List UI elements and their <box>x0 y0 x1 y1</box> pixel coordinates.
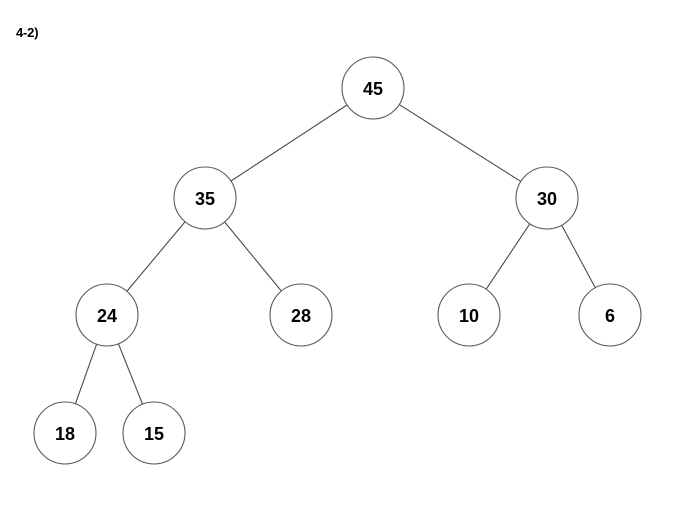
tree-node-circle <box>437 283 501 347</box>
tree-edge <box>126 221 186 292</box>
tree-nodes-group: 45 35 30 24 28 10 6 18 15 <box>33 56 642 465</box>
tree-node-label: 18 <box>55 424 75 444</box>
tree-node-label: 10 <box>459 306 479 326</box>
tree-node-circle <box>515 166 579 230</box>
tree-node[interactable]: 6 <box>578 283 642 347</box>
tree-node-circle <box>122 401 186 465</box>
tree-node[interactable]: 30 <box>515 166 579 230</box>
tree-node[interactable]: 45 <box>341 56 405 120</box>
tree-node[interactable]: 35 <box>173 166 237 230</box>
tree-node[interactable]: 28 <box>269 283 333 347</box>
tree-edges-group <box>74 104 596 405</box>
tree-edge <box>117 343 144 405</box>
tree-node-circle <box>75 283 139 347</box>
tree-edge <box>224 221 282 292</box>
tree-node[interactable]: 15 <box>122 401 186 465</box>
tree-node[interactable]: 10 <box>437 283 501 347</box>
tree-node-label: 45 <box>363 79 383 99</box>
tree-node-circle <box>173 166 237 230</box>
tree-edge <box>74 344 98 404</box>
tree-node-label: 30 <box>537 189 557 209</box>
tree-node-label: 35 <box>195 189 215 209</box>
tree-edge <box>230 104 348 182</box>
tree-node-label: 28 <box>291 306 311 326</box>
tree-node-label: 15 <box>144 424 164 444</box>
tree-node[interactable]: 18 <box>33 401 97 465</box>
tree-node[interactable]: 24 <box>75 283 139 347</box>
tree-node-circle <box>341 56 405 120</box>
page-title: 4-2) <box>16 25 39 40</box>
tree-node-circle <box>269 283 333 347</box>
tree-edge <box>485 223 531 290</box>
tree-edge <box>561 225 596 288</box>
tree-node-label: 6 <box>605 306 615 326</box>
tree-edge <box>398 104 522 182</box>
tree-node-circle <box>578 283 642 347</box>
tree-node-label: 24 <box>97 306 117 326</box>
tree-node-circle <box>33 401 97 465</box>
